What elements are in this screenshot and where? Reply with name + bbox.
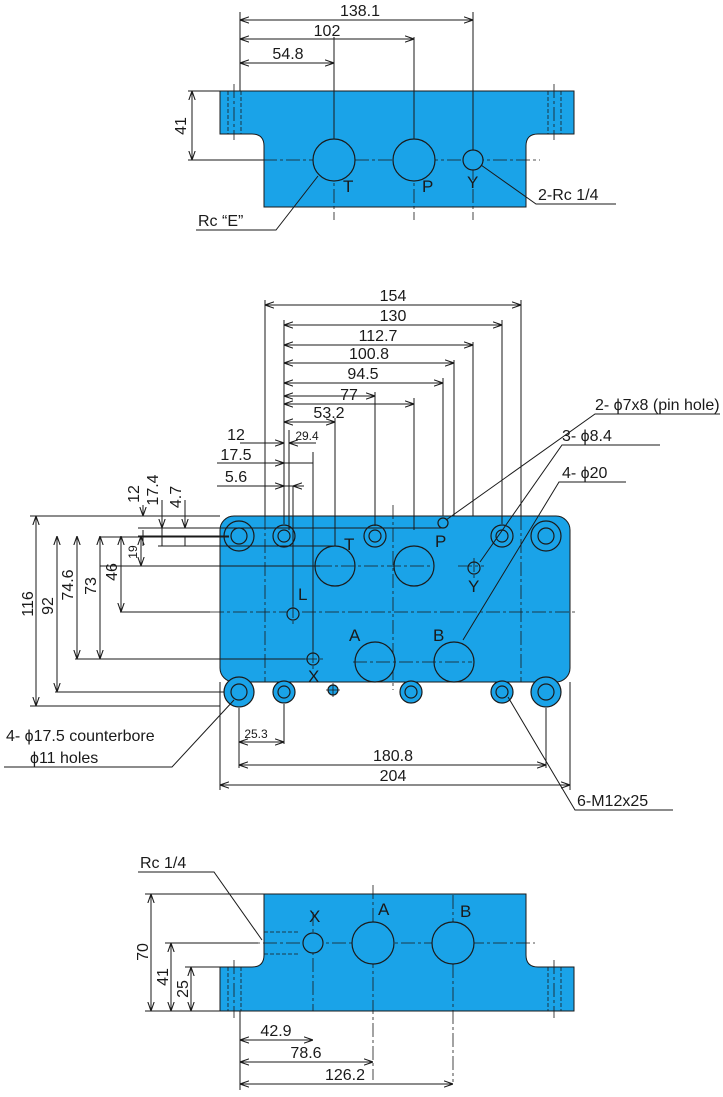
side-port-a <box>351 921 395 965</box>
port-y-circle <box>462 149 484 171</box>
dim-41: 41 <box>173 117 190 135</box>
dim-94-5: 94.5 <box>347 366 378 383</box>
side-port-b <box>431 921 475 965</box>
dim-204: 204 <box>380 768 407 785</box>
dim-73: 73 <box>83 577 100 595</box>
dim-154: 154 <box>380 288 407 305</box>
plan-label-y: Y <box>468 577 479 596</box>
side-port-x <box>302 932 324 954</box>
plan-label-x: X <box>308 667 319 686</box>
port-p-circle <box>392 138 436 182</box>
side-callout-rc-1-4: Rc 1/4 <box>140 855 186 872</box>
port-label-y: Y <box>467 173 478 192</box>
dim-130: 130 <box>380 308 407 325</box>
dim-100-8: 100.8 <box>349 346 389 363</box>
side-dim-41: 41 <box>155 968 172 986</box>
dim-53-2: 53.2 <box>313 405 344 422</box>
callout-2-rc-1-4: 2-Rc 1/4 <box>538 187 599 204</box>
dim-116: 116 <box>20 591 37 617</box>
side-label-x: X <box>309 907 320 926</box>
callout-rc-e: Rc “E” <box>198 213 243 230</box>
side-dim-78-6: 78.6 <box>290 1045 321 1062</box>
dim-12-left: 12 <box>126 485 143 503</box>
dim-92: 92 <box>40 597 57 615</box>
port-t-circle <box>312 138 356 182</box>
dim-29-4: 29.4 <box>295 429 319 443</box>
dim-102: 102 <box>314 23 341 40</box>
callout-counterbore-2: ϕ11 holes <box>30 750 98 767</box>
dim-54-8: 54.8 <box>272 46 303 63</box>
dim-138-1: 138.1 <box>340 3 380 20</box>
dim-12-top: 12 <box>227 427 245 444</box>
plan-label-l: L <box>298 585 307 604</box>
plan-label-p: P <box>435 532 446 551</box>
dim-19: 19 <box>126 545 140 559</box>
dim-4-7: 4.7 <box>168 486 185 508</box>
side-dim-25: 25 <box>175 980 192 998</box>
callout-pin-hole: 2- ϕ7x8 (pin hole) <box>595 397 720 414</box>
plan-view-body <box>219 515 571 683</box>
dim-17-4: 17.4 <box>145 474 162 505</box>
side-dim-42-9: 42.9 <box>260 1023 291 1040</box>
dim-74-6: 74.6 <box>60 569 77 600</box>
plan-label-a: A <box>349 626 361 645</box>
port-label-t: T <box>343 177 353 196</box>
plan-view: 154 130 112.7 100.8 94.5 77 53.2 29.4 12… <box>4 288 720 811</box>
side-view-body <box>219 893 575 1012</box>
side-label-b: B <box>460 902 471 921</box>
dim-25-3: 25.3 <box>244 727 268 741</box>
dim-5-6: 5.6 <box>225 469 247 486</box>
side-label-a: A <box>378 900 390 919</box>
plan-label-t: T <box>344 535 354 554</box>
side-view: X A B Rc 1/4 70 41 25 42.9 78.6 126.2 <box>135 855 575 1090</box>
callout-counterbore-1: 4- ϕ17.5 counterbore <box>6 728 155 745</box>
dim-112-7: 112.7 <box>359 328 398 345</box>
side-dim-126-2: 126.2 <box>325 1067 365 1084</box>
top-view: 138.1 102 54.8 41 T P Y 2-Rc 1/4 Rc “E” <box>173 3 616 231</box>
callout-20: 4- ϕ20 <box>562 465 608 482</box>
callout-8-4: 3- ϕ8.4 <box>562 428 612 445</box>
port-label-p: P <box>422 177 433 196</box>
callout-screws: 6-M12x25 <box>577 793 648 810</box>
plan-label-b: B <box>433 626 444 645</box>
m12-screw-holes <box>272 524 514 704</box>
dim-180-8: 180.8 <box>373 748 413 765</box>
dim-17-5: 17.5 <box>220 447 251 464</box>
dim-46: 46 <box>104 563 121 581</box>
side-dim-70: 70 <box>135 943 152 961</box>
dim-77: 77 <box>340 387 358 404</box>
